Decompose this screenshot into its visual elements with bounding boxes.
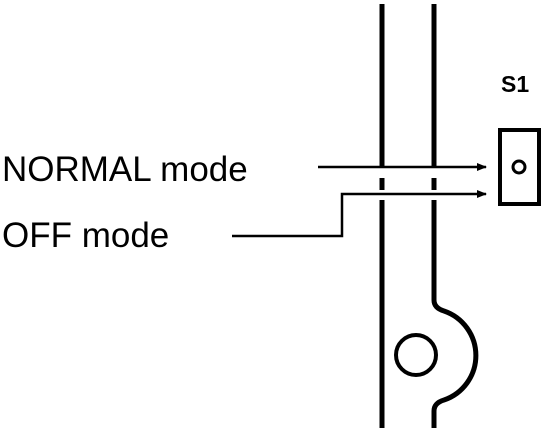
right-rail-lower-with-bulge — [431, 200, 479, 428]
switch-s1-label: S1 — [501, 71, 529, 97]
rail-assembly — [379, 4, 479, 428]
switch-s1-body — [498, 128, 541, 206]
off-mode-arrow — [232, 190, 487, 238]
switch-s1-knob — [511, 159, 527, 175]
mounting-hole — [394, 333, 438, 377]
off-mode-label: OFF mode — [2, 216, 169, 255]
normal-mode-label: NORMAL mode — [2, 150, 248, 189]
